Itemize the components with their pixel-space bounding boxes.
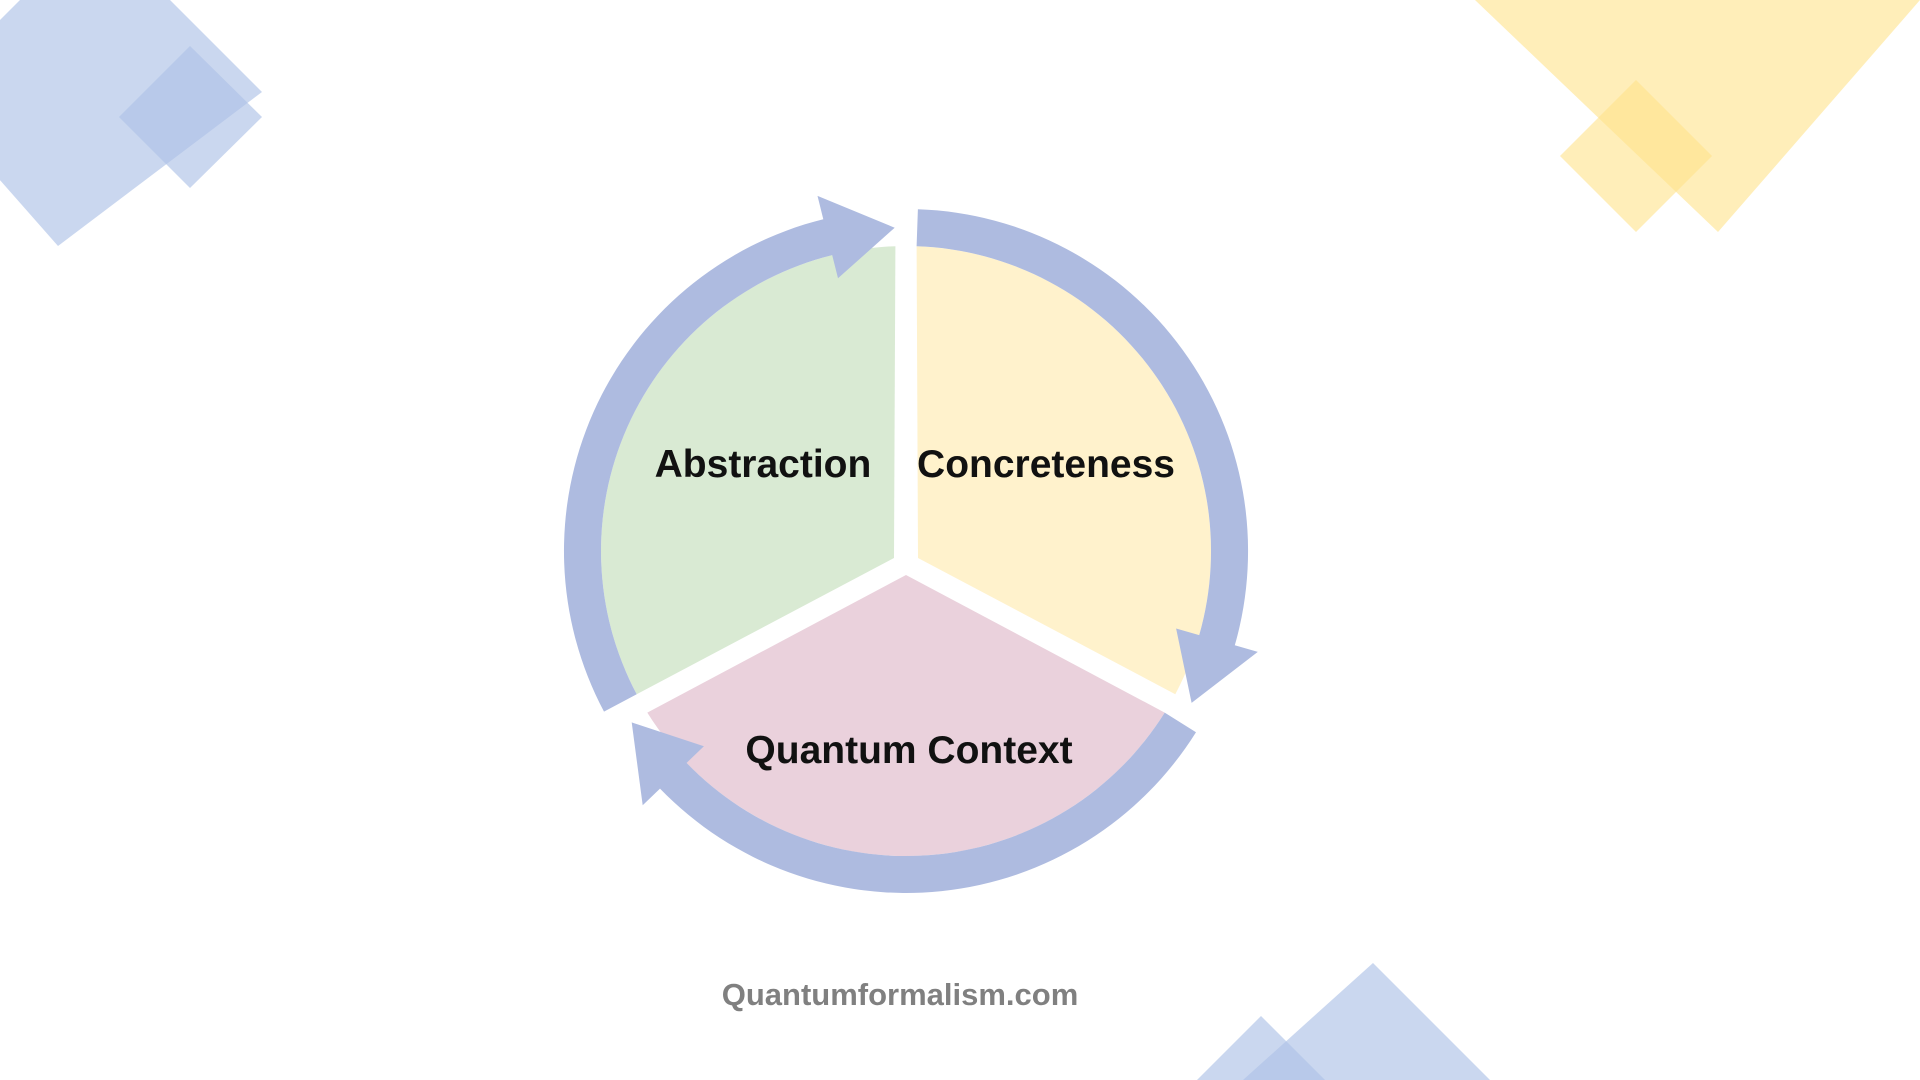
label-quantum-context: Quantum Context (745, 729, 1072, 772)
decor-bottom-right (1197, 963, 1490, 1080)
label-concreteness: Concreteness (917, 443, 1175, 486)
decor-triangle-blue-small (1197, 1016, 1325, 1080)
decor-diamond-small-blue (119, 46, 262, 188)
segment-quantum-context (647, 575, 1165, 857)
decor-top-left (0, 0, 262, 246)
footer-website: Quantumformalism.com (722, 977, 1079, 1012)
cycle-arrow-top (563, 195, 895, 712)
cycle-diagram: Abstraction Concreteness Quantum Context (563, 195, 1258, 893)
cycle-arrow-right (916, 209, 1258, 703)
decor-top-right (1475, 0, 1920, 232)
cycle-arrow-left (631, 712, 1196, 893)
decor-triangle-blue-large (1243, 963, 1490, 1080)
decor-diamond-yellow (1560, 80, 1712, 232)
decor-triangle-yellow (1475, 0, 1920, 232)
segment-abstraction (601, 246, 896, 695)
label-abstraction: Abstraction (655, 443, 872, 486)
segment-concreteness (916, 246, 1211, 695)
